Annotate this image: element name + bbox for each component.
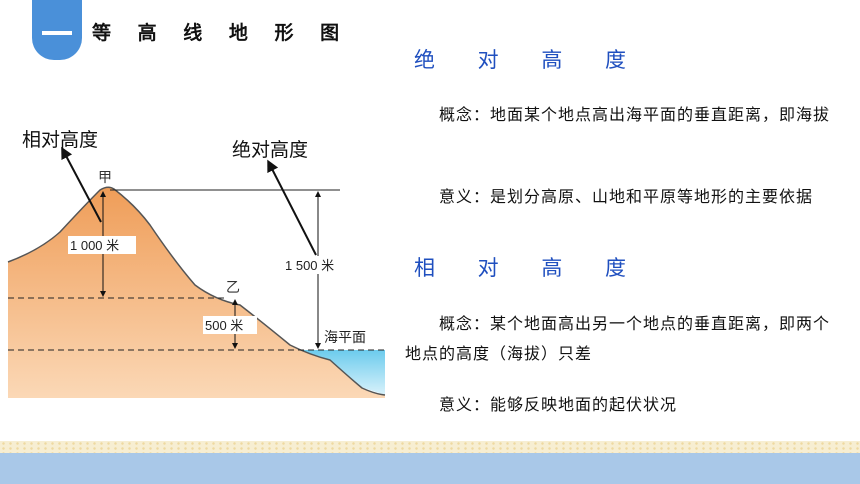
sea-level-label: 海平面 (324, 330, 366, 346)
absolute-height-pointer (267, 159, 317, 256)
relative-height-title: 相 对 高 度 (414, 256, 645, 280)
relative-height-pointer (61, 146, 102, 223)
relative-height-concept: 概念：某个地面高出另一个地点的垂直距离，即两个地点的高度（海拔）只差 (405, 309, 830, 369)
footer-dotted-strip (0, 441, 860, 453)
absolute-height-concept: 概念：地面某个地点高出海平面的垂直距离，即海拔 (405, 100, 830, 130)
label-500: 500 米 (205, 318, 243, 333)
label-1000-bg (68, 236, 136, 254)
relative-height-meaning: 意义：能够反映地面的起伏状况 (405, 390, 830, 420)
point-a-label: 甲 (98, 170, 112, 186)
badge-dash-icon (42, 31, 72, 35)
label-1500-bg (283, 256, 351, 274)
absolute-height-concept-text: 概念：地面某个地点高出海平面的垂直距离，即海拔 (439, 105, 831, 124)
absolute-height-label: 绝对高度 (232, 139, 308, 161)
mountain-shape (8, 187, 385, 398)
mountain-outline (7, 186, 386, 396)
section-number-badge (32, 0, 82, 60)
terrain-diagram: 1 000 米 1 500 米 500 米 甲 乙 海平面 相对高度 绝对高度 (7, 129, 386, 398)
label-1500: 1 500 米 (285, 258, 334, 273)
footer-band (0, 453, 860, 484)
absolute-height-meaning: 意义：是划分高原、山地和平原等地形的主要依据 (405, 182, 830, 212)
absolute-height-title: 绝 对 高 度 (414, 48, 645, 72)
relative-height-label: 相对高度 (22, 129, 98, 151)
absolute-height-meaning-text: 意义：是划分高原、山地和平原等地形的主要依据 (439, 187, 814, 206)
label-1000: 1 000 米 (70, 238, 119, 253)
relative-height-meaning-text: 意义：能够反映地面的起伏状况 (439, 395, 678, 414)
page-title: 等 高 线 地 形 图 (92, 22, 350, 44)
point-b-label: 乙 (226, 280, 240, 296)
label-500-bg (203, 316, 257, 334)
relative-height-concept-text: 概念：某个地面高出另一个地点的垂直距离，即两个地点的高度（海拔）只差 (405, 314, 831, 363)
